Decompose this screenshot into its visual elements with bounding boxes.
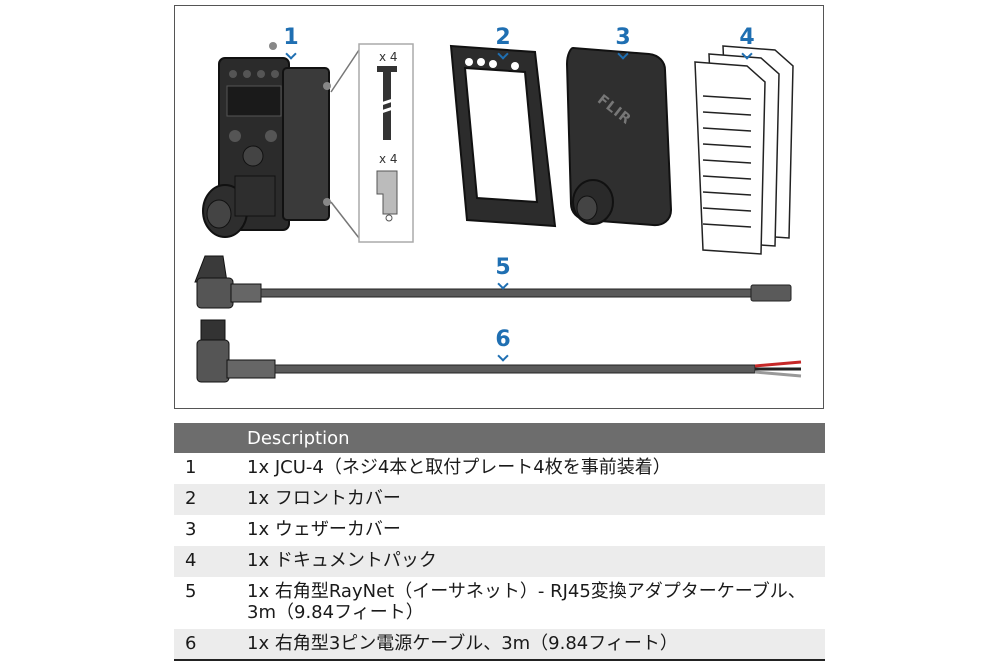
document-pack-drawing: [694, 45, 794, 255]
callout-3: 3: [611, 26, 635, 50]
contents-table: Description 1 1x JCU-4（ネジ4本と取付プレート4枚を事前装…: [174, 423, 825, 661]
row-description: 1x JCU-4（ネジ4本と取付プレート4枚を事前装着）: [247, 457, 671, 478]
table-row: 2 1x フロントカバー: [174, 484, 825, 515]
hardware-detail: [330, 43, 414, 243]
clip-quantity: x 4: [379, 152, 398, 166]
row-number: 4: [185, 550, 197, 571]
row-number: 1: [185, 457, 197, 478]
row-number: 3: [185, 519, 197, 540]
front-cover-drawing: [449, 44, 557, 228]
row-description: 1x ドキュメントパック: [247, 550, 437, 571]
power-cable-drawing: [196, 319, 802, 383]
row-number: 6: [185, 633, 197, 654]
callout-6: 6: [491, 328, 515, 352]
callout-4: 4: [735, 26, 759, 50]
contents-illustration: [194, 42, 802, 383]
row-description: 1x 右角型RayNet（イーサネット）- RJ45変換アダプターケーブル、3m…: [247, 581, 806, 623]
product-contents-figure: 1 2 3 4 5 6 x 4 x 4 FLIR: [174, 5, 824, 409]
table-row: 3 1x ウェザーカバー: [174, 515, 825, 546]
table-row: 1 1x JCU-4（ネジ4本と取付プレート4枚を事前装着）: [174, 453, 825, 484]
row-description: 1x ウェザーカバー: [247, 519, 401, 540]
raynet-rj45-cable-drawing: [194, 255, 792, 309]
table-row: 5 1x 右角型RayNet（イーサネット）- RJ45変換アダプターケーブル、…: [174, 577, 825, 629]
table-header: Description: [174, 423, 825, 453]
callout-1: 1: [279, 26, 303, 50]
description-column-header: Description: [247, 428, 350, 449]
jcu-4-unit-drawing: [202, 42, 331, 238]
callout-5: 5: [491, 256, 515, 280]
row-number: 5: [185, 581, 197, 602]
row-description: 1x フロントカバー: [247, 488, 401, 509]
callout-2: 2: [491, 26, 515, 50]
table-row: 4 1x ドキュメントパック: [174, 546, 825, 577]
row-description: 1x 右角型3ピン電源ケーブル、3m（9.84フィート）: [247, 633, 678, 654]
weather-cover-drawing: [565, 46, 673, 227]
table-row: 6 1x 右角型3ピン電源ケーブル、3m（9.84フィート）: [174, 629, 825, 661]
screw-quantity: x 4: [379, 50, 398, 64]
row-number: 2: [185, 488, 197, 509]
